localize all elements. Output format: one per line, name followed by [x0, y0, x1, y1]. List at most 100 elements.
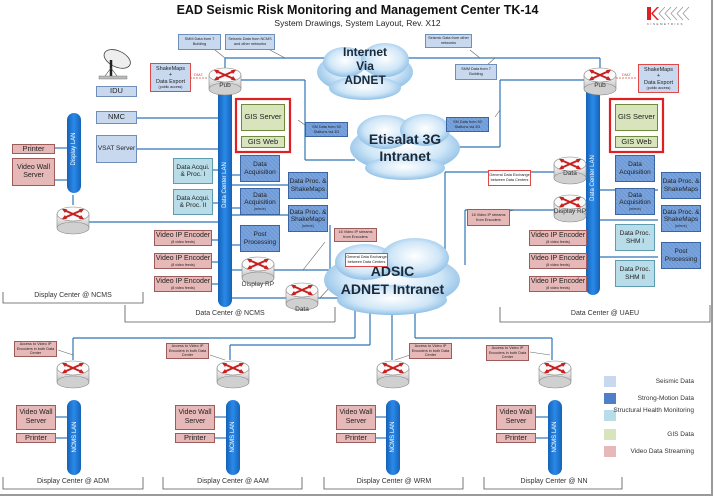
wrm-ncms-lan [386, 400, 400, 475]
label-sub: (mirror) [254, 206, 266, 211]
uaeu-video-encoder[interactable]: Video IP Encoder (8 video feeds) [529, 276, 587, 292]
wrm-lan-label: NCMS LAN [390, 421, 396, 453]
uaeu-gis-server[interactable]: GIS Server [615, 104, 658, 131]
ncms-video-encoder[interactable]: Video IP Encoder (8 video feeds) [154, 276, 212, 292]
uaeu-post-processing[interactable]: Post Processing [661, 242, 701, 269]
ncms-gis-server[interactable]: GIS Server [241, 104, 285, 131]
ncms-display-router [56, 206, 90, 235]
ncms-data-acq-proc-1[interactable]: Data Acqui. & Proc. I [173, 158, 213, 184]
aam-printer[interactable]: Printer [175, 433, 215, 443]
nn-access-note: Access to Video IP Encoders in both Data… [486, 345, 529, 361]
internet-cloud [317, 43, 413, 100]
nmc-box[interactable]: NMC [96, 111, 137, 124]
wrm-router [376, 360, 410, 389]
internet-cloud-label: Internet Via ADNET [325, 45, 405, 87]
label-sub: (8 video feeds) [171, 262, 195, 267]
ncms-seismic-note: Seismic Data from NCMS and other network… [225, 34, 275, 50]
ncms-video-encoder[interactable]: Video IP Encoder (8 video feeds) [154, 253, 212, 269]
label: Data Export [643, 79, 674, 86]
wrm-video-wall-server[interactable]: Video Wall Server [336, 405, 376, 430]
uaeu-pub-label: Pub [594, 82, 606, 89]
ncms-display-rp-label: Display RP [241, 281, 275, 288]
uaeu-gis-highlight [608, 97, 665, 154]
label-sub: (mirror) [675, 223, 687, 228]
nn-video-wall-server[interactable]: Video Wall Server [496, 405, 536, 430]
label: + [656, 73, 661, 80]
uaeu-data-proc-shakemaps-mirror[interactable]: Data Proc. & ShakeMaps (mirror) [661, 205, 701, 232]
ncms-gis-web[interactable]: GIS Web [241, 136, 285, 148]
ncms-data-acquisition[interactable]: Data Acquisition [240, 155, 280, 182]
uaeu-smm-note: SMM Data from 7 Building [455, 64, 497, 80]
nn-ncms-lan [548, 400, 562, 475]
ncms-sm-note: SM Data from 50 Stations via 3G [305, 122, 348, 137]
adm-router [56, 360, 90, 389]
uaeu-gis-web[interactable]: GIS Web [615, 136, 658, 148]
cloud-line: ADSIC [370, 263, 415, 279]
lan-cylinders [67, 75, 600, 475]
uaeu-data-proc-shakemaps[interactable]: Data Proc. & ShakeMaps [661, 172, 701, 199]
uaeu-datacenter-lan [586, 75, 600, 295]
label: Video IP Encoder [155, 254, 211, 262]
ncms-data-acquisition-mirror[interactable]: Data Acquisition (mirror) [240, 188, 280, 215]
adm-access-note: Access to Video IP Encoders in both Data… [14, 341, 57, 357]
adm-video-wall-server[interactable]: Video Wall Server [16, 405, 56, 430]
ncms-pub-label: Pub [219, 82, 231, 89]
kinemetrics-logo [647, 6, 690, 21]
vsat-server-box[interactable]: VSAT Server [96, 135, 137, 163]
ncms-shakemaps-export[interactable]: ShakeMaps + Data Export (public access) [150, 63, 191, 92]
ncms-post-processing[interactable]: Post Processing [240, 225, 280, 252]
cloud-line: ADNET Intranet [340, 281, 445, 298]
wrm-printer[interactable]: Printer [336, 433, 376, 443]
link-lines [55, 57, 658, 439]
uaeu-general-data-note: General Data Exchange between Data Cente… [488, 170, 531, 186]
etisalat-cloud-label: Etisalat 3G Intranet [350, 131, 460, 165]
label: Data Acquisition [244, 191, 276, 207]
cloud-line: ADNET [344, 72, 386, 87]
label-sub: (public access) [158, 84, 183, 89]
ncms-data-proc-shakemaps[interactable]: Data Proc. & ShakeMaps [288, 172, 328, 199]
label-sub: (8 video feeds) [171, 285, 195, 290]
satellite-dish-icon [98, 49, 131, 80]
adm-printer[interactable]: Printer [16, 433, 56, 443]
uaeu-data-acquisition-mirror[interactable]: Data Acquisition (mirror) [615, 188, 655, 215]
aam-region-label: Display Center @ AAM [197, 478, 269, 485]
legend-swatch-shm [604, 410, 616, 421]
cloud-line: Via [356, 58, 374, 73]
ncms-video-streams-note: 16 Video IP streams from Encoders [334, 228, 377, 242]
idu-box[interactable]: IDU [96, 86, 137, 97]
uaeu-video-encoder[interactable]: Video IP Encoder (8 video feeds) [529, 230, 587, 246]
label-sub: (8 video feeds) [546, 262, 570, 267]
label-sub: (mirror) [629, 206, 641, 211]
adm-lan-label: NCMS LAN [72, 421, 78, 453]
logo-text: KINEMETRICS [647, 22, 685, 26]
label-sub: (8 video feeds) [546, 239, 570, 244]
ncms-display-rp-router [241, 256, 275, 285]
uaeu-lan-label: Data Center LAN [590, 155, 596, 201]
uaeu-video-streams-note: 16 Video IP streams from Encoders [467, 209, 510, 226]
display-lan-label: Display LAN [71, 132, 77, 166]
uaeu-shakemaps-export[interactable]: ShakeMaps + Data Export (public access) [638, 64, 679, 93]
label: Data Proc. & ShakeMaps [289, 208, 327, 224]
region-brackets [2, 292, 711, 490]
label: ShakeMaps [643, 66, 674, 73]
uaeu-data-proc-shm-1[interactable]: Data Proc. SHM I [615, 224, 655, 251]
uaeu-data-proc-shm-2[interactable]: Data Proc. SHM II [615, 260, 655, 287]
ncms-video-encoder[interactable]: Video IP Encoder (8 video feeds) [154, 230, 212, 246]
ncms-dmz-label: DMZ [194, 72, 203, 77]
ncms-data-acq-proc-2[interactable]: Data Acqui. & Proc. II [173, 189, 213, 215]
ncms-printer[interactable]: Printer [12, 144, 55, 154]
uaeu-video-encoder[interactable]: Video IP Encoder (8 video feeds) [529, 253, 587, 269]
legend-label: GIS Data [667, 431, 694, 438]
ncms-data-proc-shakemaps-mirror[interactable]: Data Proc. & ShakeMaps (mirror) [288, 205, 328, 232]
aam-video-wall-server[interactable]: Video Wall Server [175, 405, 215, 430]
cloud-line: Etisalat 3G [368, 131, 442, 147]
uaeu-dmz-label: DMZ [622, 72, 631, 77]
uaeu-datacenter-region-label: Data Center @ UAEU [570, 310, 640, 317]
ncms-general-data-note: General Data Exchange between Data Cente… [345, 253, 388, 267]
uaeu-data-acquisition[interactable]: Data Acquisition [615, 155, 655, 182]
etisalat-cloud [350, 114, 460, 180]
aam-router [216, 360, 250, 389]
nn-printer[interactable]: Printer [496, 433, 536, 443]
ncms-video-wall-server[interactable]: Video Wall Server [12, 158, 55, 186]
label-sub: (mirror) [302, 223, 314, 228]
